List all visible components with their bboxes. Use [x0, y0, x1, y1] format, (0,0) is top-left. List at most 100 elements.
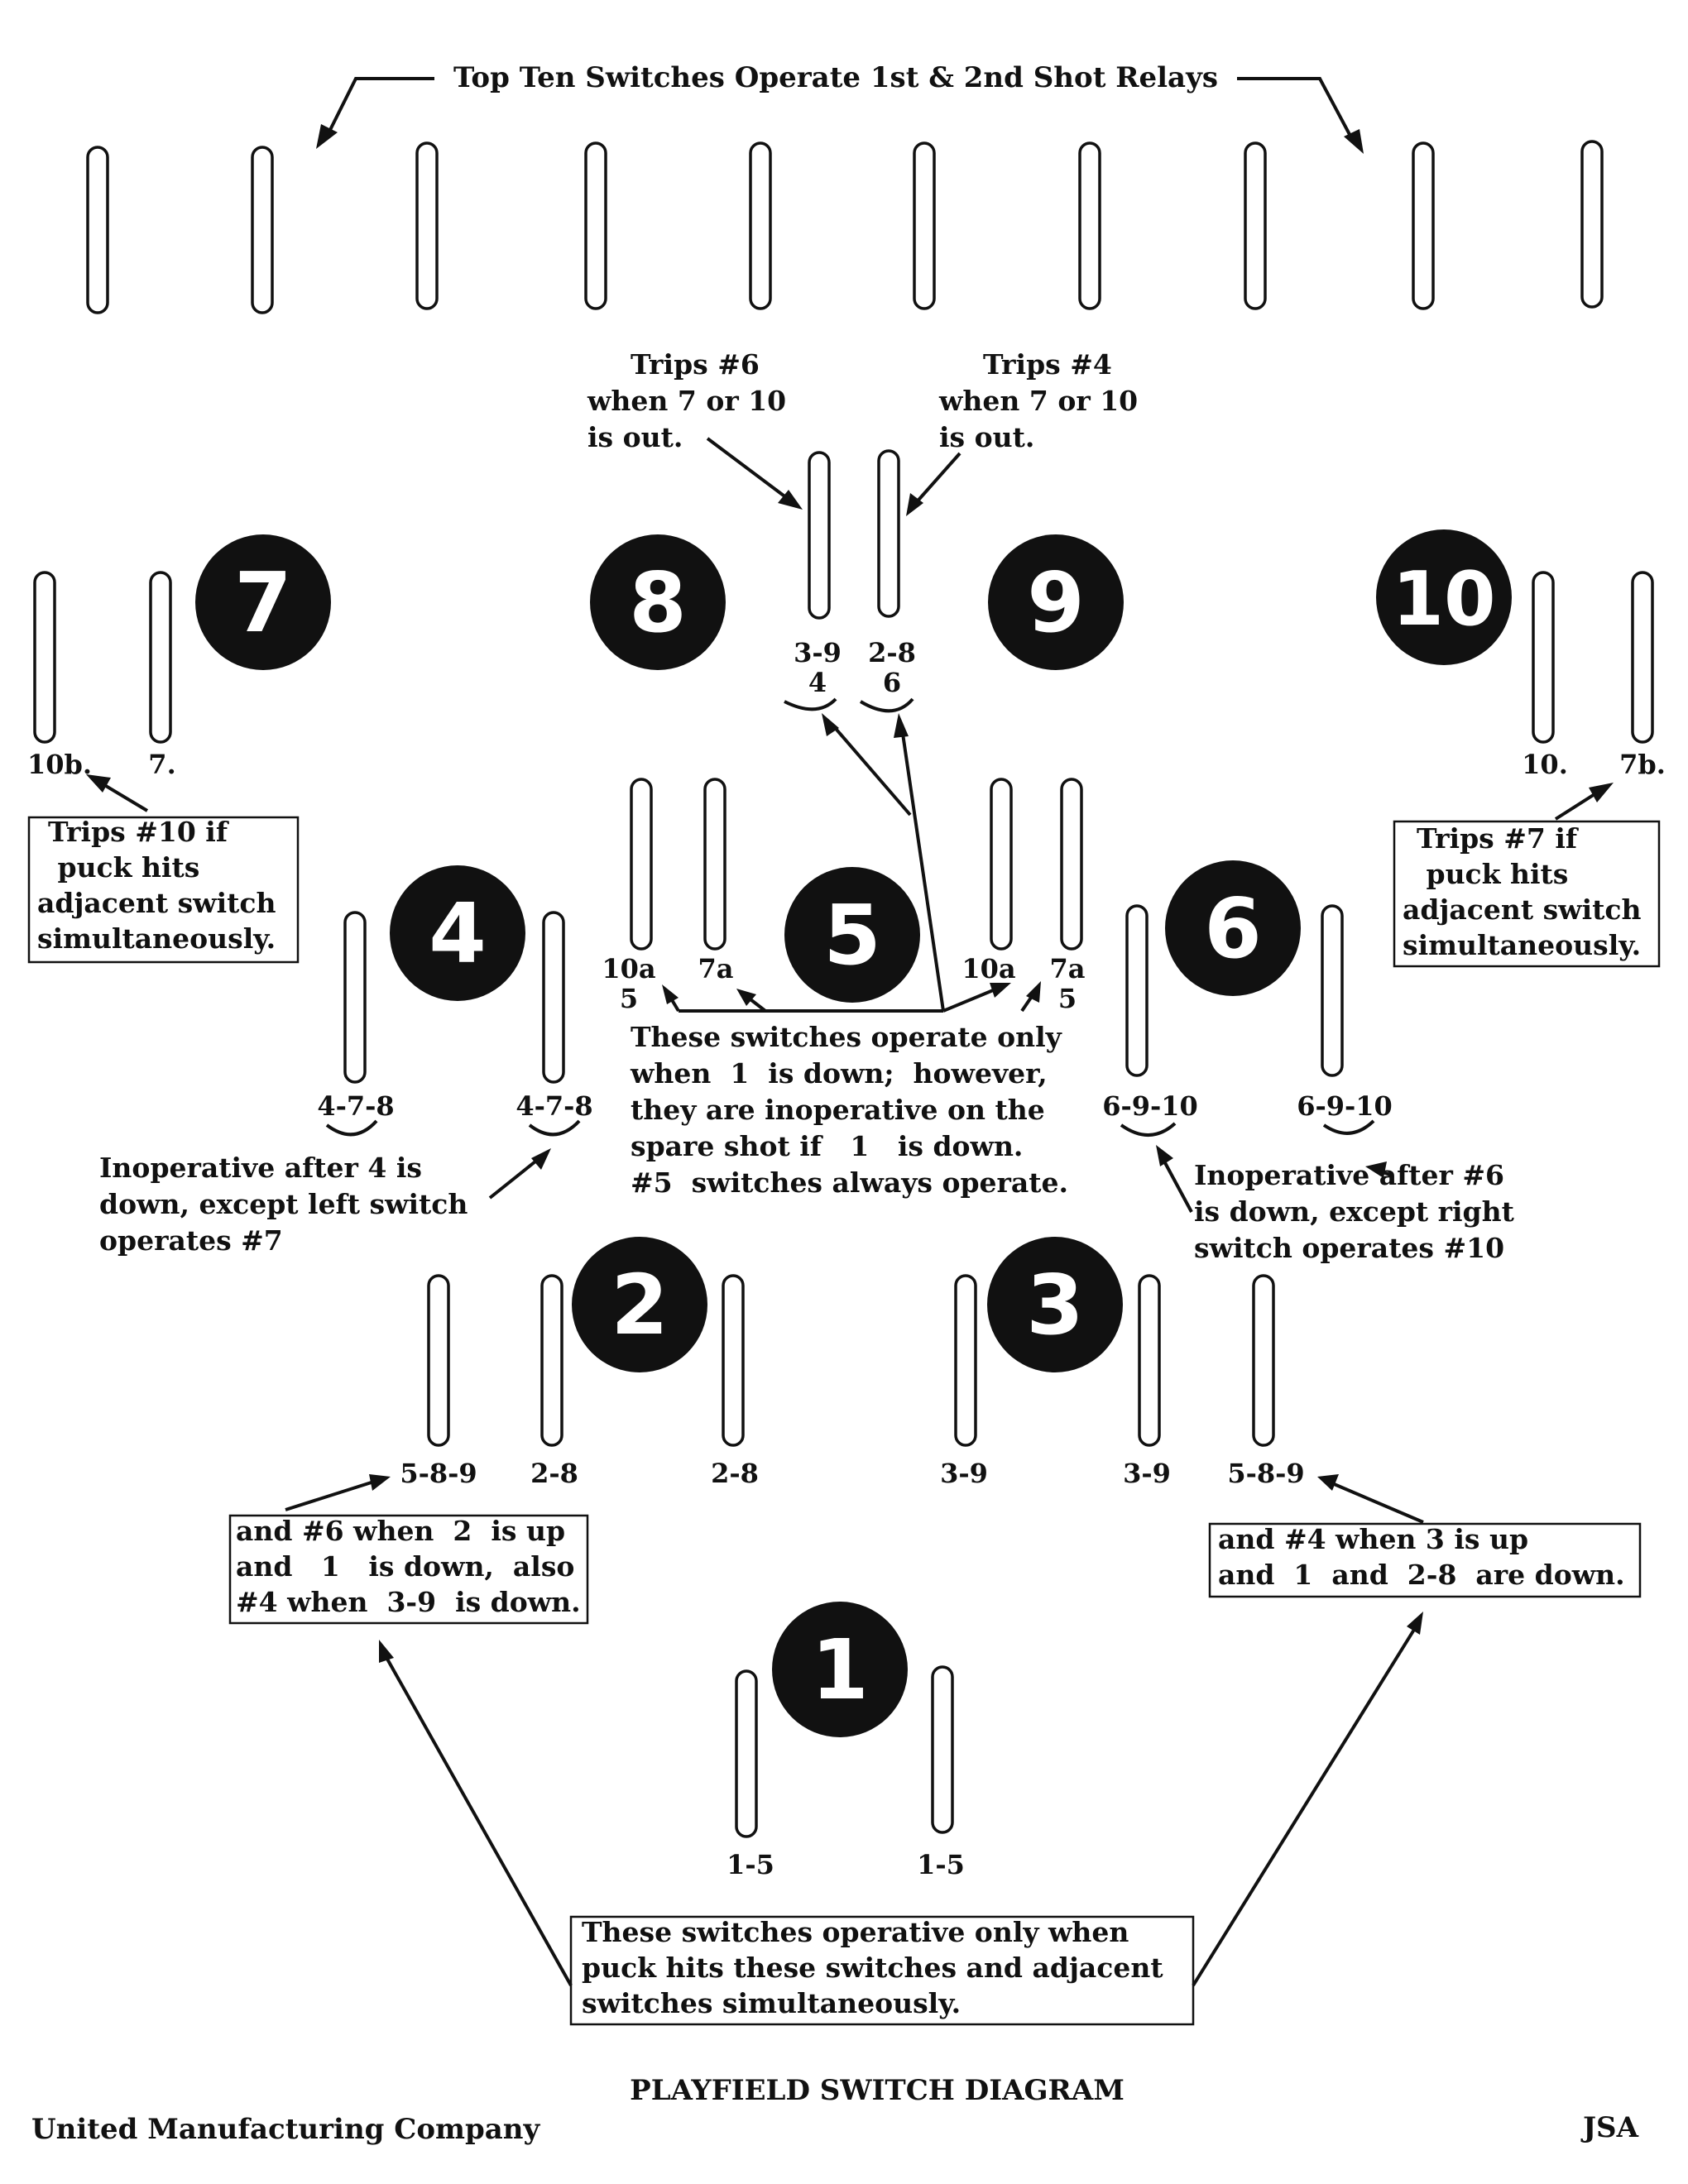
svg-text:they are inoperative on the: they are inoperative on the: [631, 1094, 1045, 1126]
svg-text:8: 8: [629, 554, 687, 651]
switch-6-9-10-right[interactable]: [1321, 904, 1344, 1077]
arrow-inoperative-4: [488, 1157, 541, 1200]
switch-7a-right[interactable]: [1060, 778, 1083, 951]
svg-text:and #4 when 3 is up: and #4 when 3 is up: [1218, 1523, 1528, 1555]
switch-5-8-9-left[interactable]: [427, 1274, 450, 1447]
svg-text:and #6 when 2 is up: and #6 when 2 is up: [236, 1515, 565, 1547]
label-3-9-a: 3-9: [940, 1458, 988, 1489]
svg-text:puck hits these switches and a: puck hits these switches and adjacent: [582, 1952, 1163, 1984]
arrow-box-left: [285, 1479, 377, 1511]
switch-7b[interactable]: [1631, 571, 1654, 744]
author-initials: JSA: [1580, 2111, 1639, 2144]
top-switch[interactable]: [584, 141, 607, 310]
label-7a-right: 7a: [1050, 953, 1086, 984]
svg-text:switch operates #10: switch operates #10: [1194, 1232, 1504, 1264]
pin-1: 1: [772, 1602, 908, 1737]
label-10a-right: 10a: [961, 953, 1015, 984]
top-switch[interactable]: [251, 146, 274, 314]
pin-6: 6: [1165, 860, 1301, 996]
center-arrows: [662, 713, 1041, 1013]
svg-text:puck hits: puck hits: [48, 851, 199, 884]
svg-text:is out.: is out.: [587, 421, 683, 453]
top-switch[interactable]: [1412, 141, 1435, 310]
svg-text:adjacent switch: adjacent switch: [37, 887, 276, 919]
top-switch[interactable]: [415, 141, 439, 310]
label-5-left: 5: [620, 983, 638, 1014]
switch-1-5-right[interactable]: [931, 1665, 954, 1834]
top-switch[interactable]: [913, 141, 936, 310]
company-name: United Manufacturing Company: [31, 2113, 541, 2146]
svg-text:1: 1: [811, 1621, 869, 1718]
label-2-8-c: 2-8: [711, 1458, 759, 1489]
switch-5-8-9-right[interactable]: [1252, 1274, 1275, 1447]
note-trips-6: Trips #6 when 7 or 10 is out.: [587, 348, 786, 453]
switch-7a-left[interactable]: [703, 778, 727, 951]
svg-text:adjacent switch: adjacent switch: [1403, 893, 1641, 926]
switch-1-5-left[interactable]: [735, 1669, 758, 1838]
header-arrows: [316, 77, 1364, 154]
box-trips-7: [1393, 820, 1661, 968]
svg-text:#5 switches always operate.: #5 switches always operate.: [631, 1166, 1068, 1199]
top-switch[interactable]: [1580, 140, 1604, 309]
arrow-trips-6: [706, 437, 792, 502]
top-switch[interactable]: [1078, 141, 1101, 310]
box-right: [1208, 1522, 1642, 1598]
label-5-8-9-left: 5-8-9: [400, 1458, 477, 1489]
label-7: 7.: [148, 749, 175, 780]
top-switch[interactable]: [1244, 141, 1267, 310]
svg-text:when 7 or 10: when 7 or 10: [938, 385, 1138, 417]
switch-4-7-8-right[interactable]: [542, 911, 565, 1084]
svg-text:Trips #7 if: Trips #7 if: [1417, 822, 1579, 855]
switch-10[interactable]: [1532, 571, 1555, 744]
label-5-right: 5: [1058, 983, 1077, 1014]
label-7b: 7b.: [1619, 749, 1666, 780]
arc-2-8: [859, 697, 914, 713]
svg-text:10: 10: [1392, 556, 1495, 643]
label-10b: 10b.: [27, 749, 92, 780]
top-switch-row: [86, 140, 1604, 314]
arc-3-9: [784, 697, 837, 711]
note-box-bottom: These switches operative only when puck …: [582, 1916, 1163, 2019]
top-switch[interactable]: [749, 141, 772, 310]
svg-text:simultaneously.: simultaneously.: [37, 922, 276, 955]
label-4-7-8-left: 4-7-8: [317, 1090, 394, 1122]
switch-3-9[interactable]: [808, 451, 831, 620]
pin-8: 8: [590, 534, 726, 670]
switch-10a-left[interactable]: [630, 778, 653, 951]
label-5-8-9-right: 5-8-9: [1227, 1458, 1304, 1489]
switch-6-9-10-left[interactable]: [1125, 904, 1149, 1077]
switch-2-8-c[interactable]: [722, 1274, 745, 1447]
svg-text:down, except left switch: down, except left switch: [99, 1188, 468, 1220]
svg-text:4: 4: [429, 885, 487, 982]
box-left: [228, 1514, 589, 1625]
switch-2-8-a[interactable]: [540, 1274, 563, 1447]
switch-3-9-a[interactable]: [954, 1274, 977, 1447]
label-6-9-10-right: 6-9-10: [1297, 1090, 1393, 1122]
switch-4-7-8-left[interactable]: [343, 911, 367, 1084]
arrow-trips-4: [913, 452, 961, 506]
note-box-right: and #4 when 3 is up and 1 and 2-8 are do…: [1218, 1523, 1625, 1591]
svg-text:5: 5: [823, 887, 881, 984]
svg-text:Inoperative after 4 is: Inoperative after 4 is: [99, 1152, 422, 1184]
switch-10b[interactable]: [33, 571, 56, 744]
svg-text:7: 7: [234, 554, 292, 651]
switch-2-8[interactable]: [877, 449, 900, 618]
note-center: These switches operate only when 1 is do…: [630, 1021, 1068, 1199]
label-4-7-8-right: 4-7-8: [516, 1090, 592, 1122]
top-switch[interactable]: [86, 146, 109, 314]
switch-10a-right[interactable]: [990, 778, 1013, 951]
pin-9: 9: [988, 534, 1124, 670]
switch-7[interactable]: [149, 571, 172, 744]
pin-4: 4: [390, 865, 525, 1001]
svg-text:and 1 is down, also: and 1 is down, also: [236, 1550, 574, 1583]
box-bottom: [569, 1915, 1195, 2026]
svg-text:These switches operate only: These switches operate only: [631, 1021, 1062, 1053]
header-note: Top Ten Switches Operate 1st & 2nd Shot …: [453, 61, 1218, 94]
arrow-bottom-left: [383, 1654, 573, 1986]
diagram-title: PLAYFIELD SWITCH DIAGRAM: [630, 2074, 1125, 2107]
svg-text:when 7 or 10: when 7 or 10: [587, 385, 786, 417]
label-7a-left: 7a: [698, 953, 734, 984]
switch-3-9-c[interactable]: [1138, 1274, 1161, 1447]
svg-text:Trips #6: Trips #6: [631, 348, 760, 381]
